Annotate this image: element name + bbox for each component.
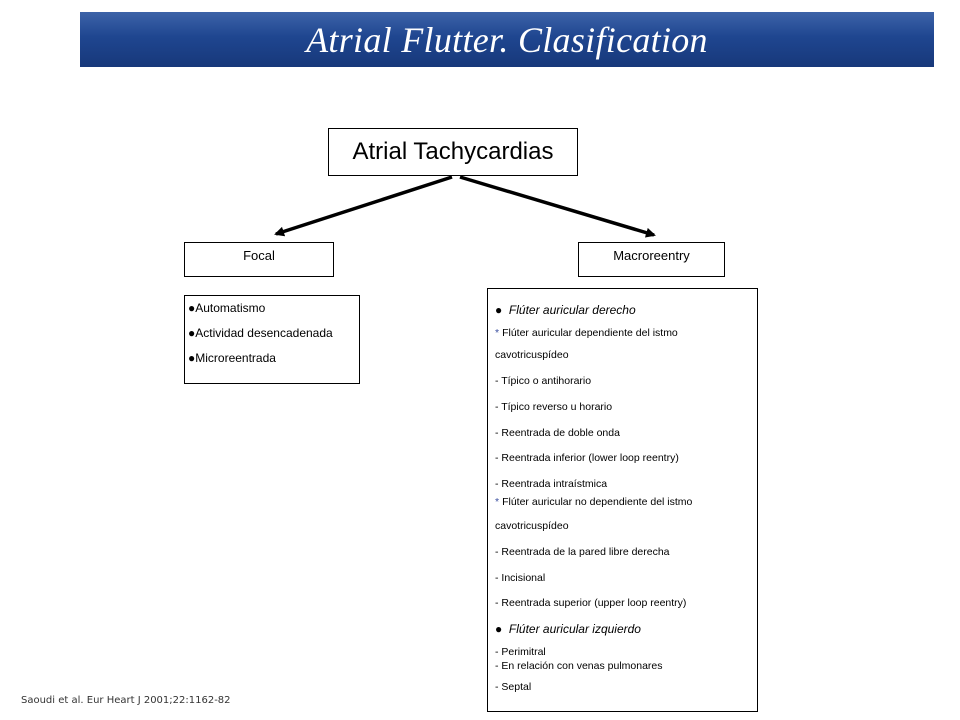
list-item: - Reentrada de doble onda (495, 427, 620, 439)
list-heading: ● Flúter auricular izquierdo (495, 622, 641, 636)
focal-list: ●Automatismo ●Actividad desencadenada ●M… (184, 295, 360, 384)
list-item: - Reentrada de la pared libre derecha (495, 546, 670, 558)
asterisk-icon: * (495, 496, 500, 508)
list-item: *Flúter auricular dependiente del istmo (495, 327, 678, 339)
list-item: - Perimitral (495, 646, 546, 658)
list-item: - En relación con venas pulmonares (495, 660, 663, 672)
macroreentry-node-label: Macroreentry (613, 248, 690, 263)
arrow-to-macroreentry (459, 175, 656, 238)
list-item: - Reentrada inferior (lower loop reentry… (495, 452, 679, 464)
root-node: Atrial Tachycardias (328, 128, 578, 176)
focal-node: Focal (184, 242, 334, 277)
list-item: ●Actividad desencadenada (188, 326, 333, 340)
list-item: cavotricuspídeo (495, 520, 569, 532)
list-item: *Flúter auricular no dependiente del ist… (495, 496, 693, 508)
macroreentry-node: Macroreentry (578, 242, 725, 277)
macroreentry-list: ● Flúter auricular derecho *Flúter auric… (487, 288, 758, 712)
list-item: ●Microreentrada (188, 351, 276, 365)
slide-title: Atrial Flutter. Clasification (306, 19, 708, 60)
asterisk-icon: * (495, 327, 500, 339)
list-item: - Típico reverso u horario (495, 401, 613, 413)
list-item: - Incisional (495, 572, 546, 584)
root-node-label: Atrial Tachycardias (352, 138, 554, 165)
list-item: cavotricuspídeo (495, 349, 569, 361)
list-item: ●Automatismo (188, 301, 266, 315)
title-bar: Atrial Flutter. Clasification (80, 12, 934, 67)
focal-node-label: Focal (243, 248, 275, 263)
list-item: - Reentrada superior (upper loop reentry… (495, 597, 687, 609)
list-item: - Septal (495, 681, 532, 693)
list-heading: ● Flúter auricular derecho (495, 303, 636, 317)
list-item: - Típico o antihorario (495, 375, 592, 387)
arrow-to-focal (274, 175, 453, 237)
citation: Saoudi et al. Eur Heart J 2001;22:1162-8… (21, 695, 231, 706)
list-item: - Reentrada intraístmica (495, 478, 608, 490)
